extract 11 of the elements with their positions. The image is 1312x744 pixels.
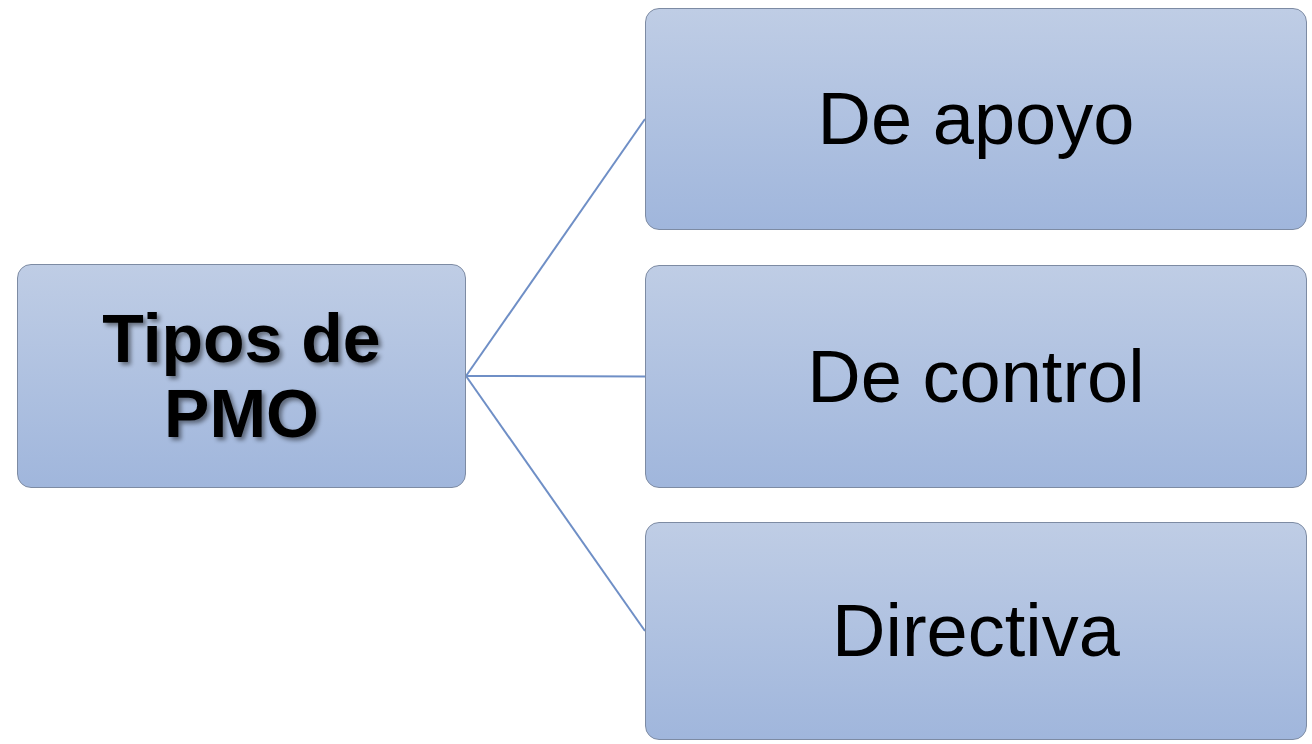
category-box	[645, 265, 1307, 488]
box-label: De apoyo	[817, 78, 1135, 160]
box-label: Tipos de PMO	[101, 301, 382, 451]
category-box	[645, 8, 1307, 230]
connector-line	[465, 375, 646, 378]
box-label: De control	[807, 335, 1145, 418]
category-box	[645, 522, 1307, 740]
connector-line	[465, 375, 646, 632]
category-box	[17, 264, 466, 488]
connector-line	[465, 118, 646, 377]
box-label: Directiva	[832, 590, 1120, 672]
